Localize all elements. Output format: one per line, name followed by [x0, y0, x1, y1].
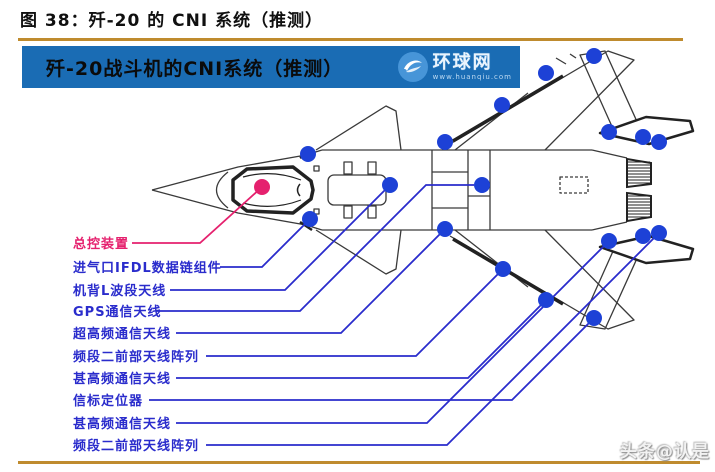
- antenna-dot: [494, 97, 510, 113]
- top-gold-rule: [18, 38, 683, 41]
- callout-line: [170, 184, 391, 291]
- callout-line: [220, 218, 311, 268]
- antenna-dot: [586, 48, 602, 64]
- callout-label: 进气口IFDL数据链组件: [73, 260, 222, 276]
- diagram-header-title: 歼-20战斗机的CNI系统（推测）: [46, 57, 344, 80]
- watermark: 头条@认是: [620, 442, 710, 462]
- callout-line: [176, 299, 547, 379]
- eagle-swoosh-icon: [397, 52, 428, 82]
- callout-label: 信标定位器: [73, 393, 143, 409]
- callout-label: 超高频通信天线: [73, 326, 171, 342]
- callout-lines: [132, 184, 660, 446]
- antenna-dot: [635, 228, 651, 244]
- callout-line: [176, 240, 610, 424]
- callout-label: 甚高频通信天线: [73, 416, 171, 432]
- logo-name: 环球网: [432, 51, 493, 73]
- antenna-dot: [635, 129, 651, 145]
- figure-title: 图 38：歼-20 的 CNI 系统（推测）: [20, 11, 324, 31]
- antenna-dot: [601, 124, 617, 140]
- antenna-dot: [495, 261, 511, 277]
- antenna-dot: [300, 146, 316, 162]
- antenna-dot: [474, 177, 490, 193]
- callout-line: [149, 317, 595, 401]
- antenna-dot: [538, 65, 554, 81]
- callout-label: GPS通信天线: [73, 304, 162, 320]
- callout-line: [206, 268, 504, 357]
- antenna-dots: [254, 48, 667, 326]
- antenna-dot: [302, 211, 318, 227]
- antenna-dot: [254, 179, 270, 195]
- antenna-dot: [538, 292, 554, 308]
- callout-line: [132, 186, 263, 244]
- callout-line: [176, 228, 446, 334]
- antenna-dot: [437, 134, 453, 150]
- antenna-dot: [586, 310, 602, 326]
- engine-nozzles: [626, 157, 652, 223]
- huanqiu-logo: 环球网 www.huanqiu.com: [397, 51, 512, 82]
- callout-label: 甚高频通信天线: [73, 371, 171, 387]
- bottom-gold-rule: [18, 461, 700, 464]
- antenna-dot: [651, 134, 667, 150]
- diagram-header-bar: 歼-20战斗机的CNI系统（推测） 环球网 www.huanqiu.com: [22, 46, 520, 88]
- antenna-dot: [437, 221, 453, 237]
- antenna-dot: [382, 177, 398, 193]
- callout-line: [206, 232, 660, 446]
- callout-label: 机背L波段天线: [73, 283, 166, 299]
- antenna-dot: [651, 225, 667, 241]
- aircraft-bold-features: [231, 74, 695, 306]
- callout-label: 总控装置: [73, 236, 129, 252]
- callout-label: 频段二前部天线阵列: [73, 349, 199, 365]
- antenna-dot: [601, 233, 617, 249]
- callout-line: [156, 184, 474, 312]
- callout-label: 频段二前部天线阵列: [73, 438, 199, 454]
- logo-url: www.huanqiu.com: [432, 72, 512, 81]
